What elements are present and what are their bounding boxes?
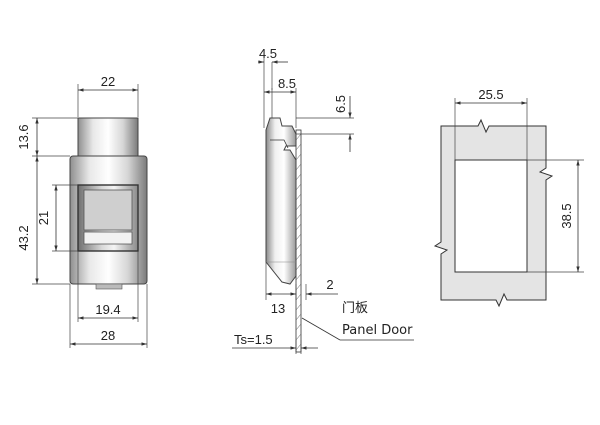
dim-width-window: 19.4 (95, 302, 120, 317)
dim-height-head: 13.6 (16, 124, 31, 149)
dim-width-bottom: 28 (101, 328, 115, 343)
latch-side-profile (265, 117, 297, 285)
front-view: 22 13.6 43.2 21 19.4 28 (16, 74, 148, 348)
dim-cutout-height: 38.5 (559, 203, 574, 228)
latch-head (77, 117, 139, 157)
panel-label-en: Panel Door (342, 323, 413, 338)
dim-width-top: 22 (101, 74, 115, 89)
cutout-hole (454, 159, 528, 273)
dim-side-c: 6.5 (333, 95, 348, 113)
dim-side-depth: 13 (271, 301, 285, 316)
panel-label-cn: 门板 (342, 301, 368, 316)
dim-side-gap: 2 (326, 277, 333, 292)
dim-side-b: 8.5 (278, 76, 296, 91)
dim-side-a: 4.5 (259, 46, 277, 61)
dim-cutout-width: 25.5 (478, 87, 503, 102)
dim-height-total: 43.2 (16, 225, 31, 250)
latch-window-inner (83, 189, 133, 231)
side-view: 4.5 8.5 6.5 13 2 门板 Panel Door Ts=1.5 (232, 46, 414, 354)
panel-door (295, 129, 302, 353)
cutout-view: 25.5 38.5 (433, 87, 584, 308)
dim-height-window: 21 (36, 211, 51, 225)
dim-thickness: Ts=1.5 (234, 332, 273, 347)
